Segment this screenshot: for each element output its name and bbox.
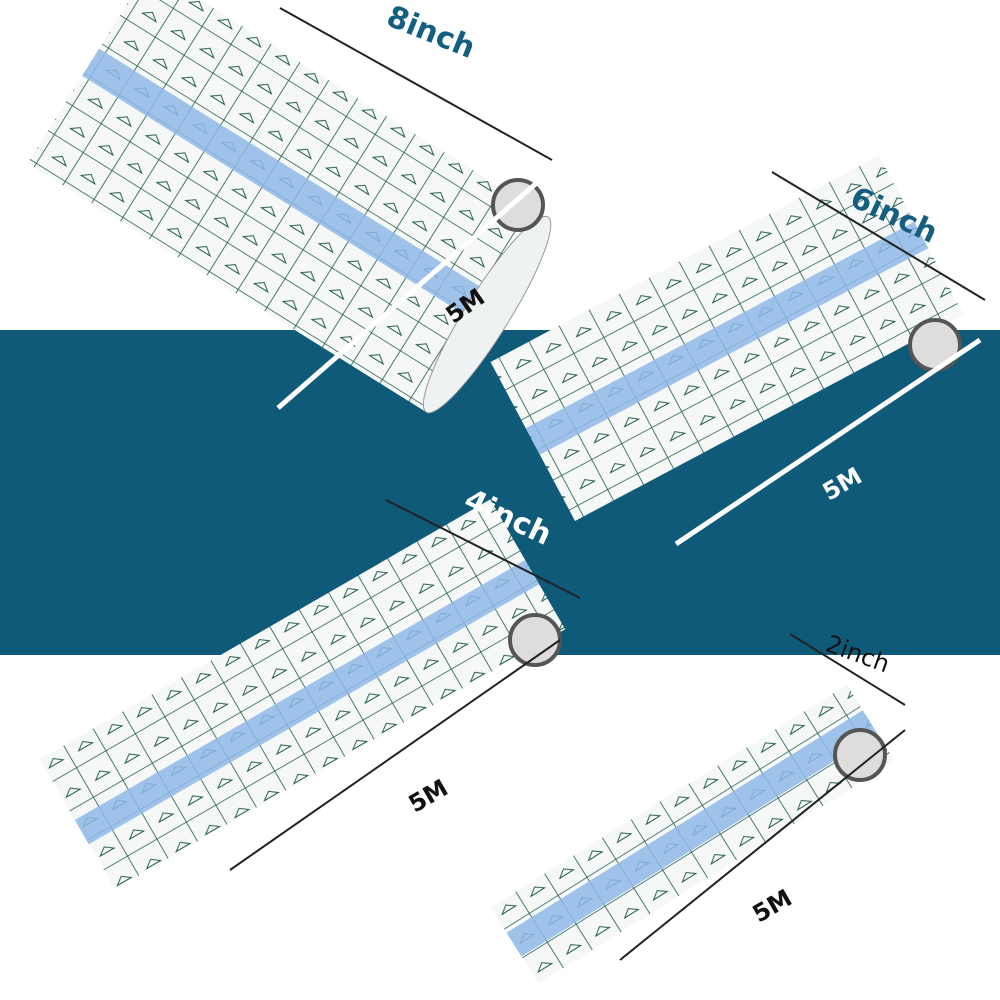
roll-8inch (27, 0, 552, 414)
roll-4inch (39, 499, 566, 890)
roll-6inch (490, 155, 964, 521)
roll-2inch (490, 684, 895, 984)
